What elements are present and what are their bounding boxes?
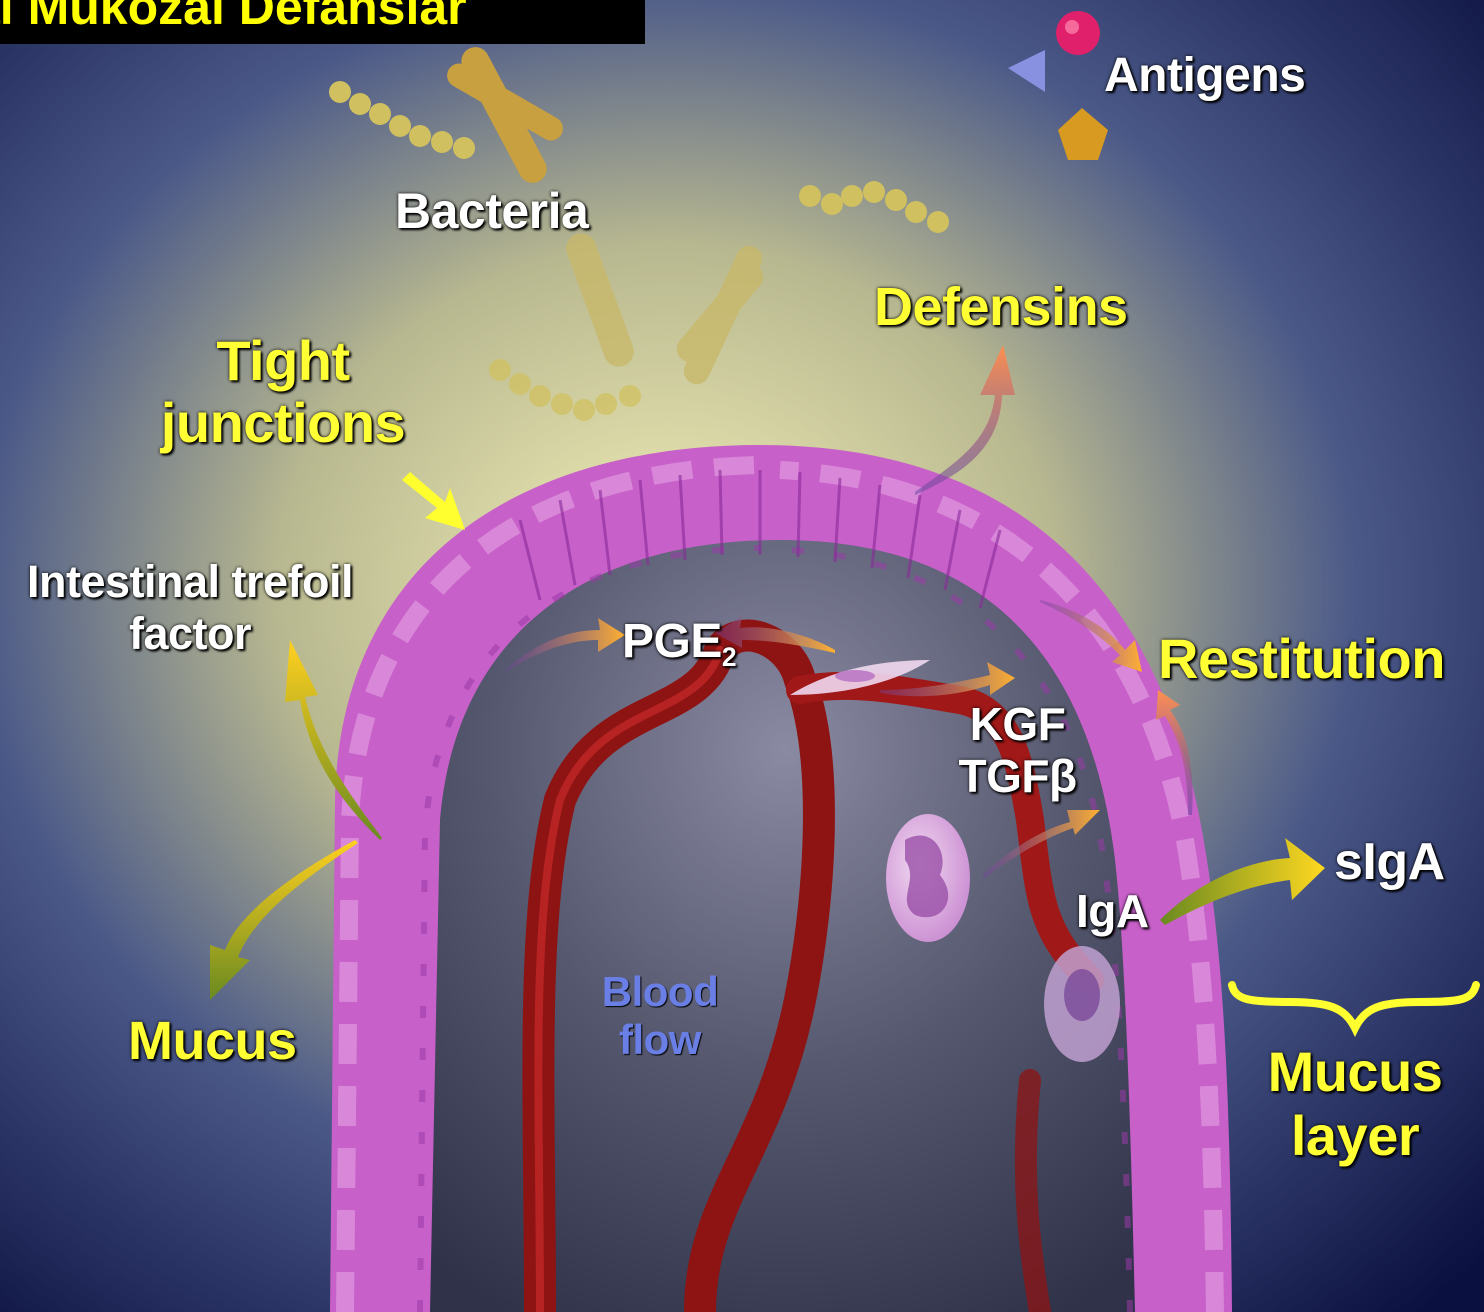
label-tgf-beta: TGFβ bbox=[955, 750, 1080, 802]
label-iga: IgA bbox=[1076, 884, 1149, 938]
label-tight-junctions-line1: Tight bbox=[148, 330, 418, 392]
label-pge2: PGE2 bbox=[622, 614, 736, 673]
label-trefoil-line2: factor bbox=[10, 608, 370, 660]
label-pge: PGE bbox=[622, 615, 722, 668]
label-mucus-layer-line1: Mucus bbox=[1250, 1040, 1460, 1104]
label-mucus-layer-line2: layer bbox=[1250, 1104, 1460, 1168]
label-blood-flow-line2: flow bbox=[590, 1016, 730, 1064]
label-growth-factors: KGF TGFβ bbox=[955, 698, 1080, 802]
label-restitution: Restitution bbox=[1158, 626, 1445, 691]
label-tight-junctions: Tight junctions bbox=[148, 330, 418, 454]
label-pge-subscript: 2 bbox=[722, 642, 736, 672]
label-bacteria: Bacteria bbox=[395, 182, 588, 240]
label-intestinal-trefoil-factor: Intestinal trefoil factor bbox=[10, 556, 370, 660]
label-trefoil-line1: Intestinal trefoil bbox=[10, 556, 370, 608]
label-kgf: KGF bbox=[955, 698, 1080, 750]
label-blood-flow-line1: Blood bbox=[590, 968, 730, 1016]
slide-title: al Mukozal Defansiar bbox=[0, 0, 645, 44]
label-defensins: Defensins bbox=[874, 276, 1128, 338]
label-tight-junctions-line2: junctions bbox=[148, 392, 418, 454]
label-antigens: Antigens bbox=[1104, 48, 1305, 103]
label-mucus: Mucus bbox=[128, 1010, 297, 1072]
label-blood-flow: Blood flow bbox=[590, 968, 730, 1064]
label-mucus-layer: Mucus layer bbox=[1250, 1040, 1460, 1168]
label-siga: sIgA bbox=[1334, 832, 1445, 892]
